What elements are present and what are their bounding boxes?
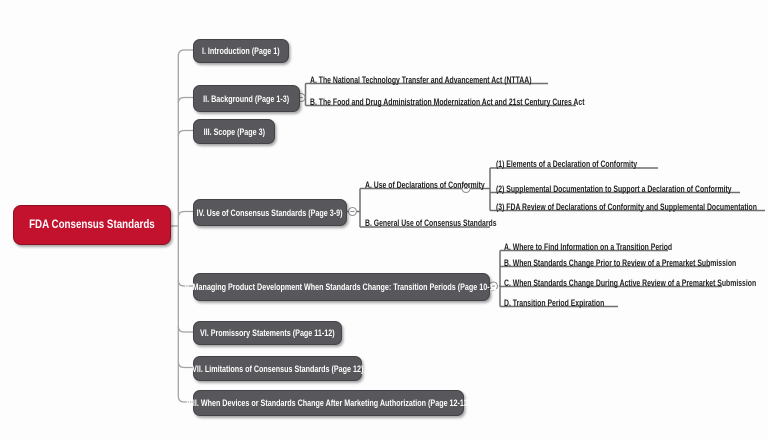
collapse-toggle-icon[interactable] <box>461 183 471 194</box>
root-topic-fda-consensus-standards[interactable]: FDA Consensus Standards <box>13 205 171 245</box>
subtopic-ii-b-fdama-cures-act[interactable]: B. The Food and Drug Administration Mode… <box>310 92 662 107</box>
topic-label: B. General Use of Consensus Standards <box>365 218 497 228</box>
topic-label: C. When Standards Change During Active R… <box>504 277 757 288</box>
topic-label: D. Transition Period Expiration <box>504 297 605 308</box>
topic-label: V. Managing Product Development When Sta… <box>183 282 500 292</box>
subtopic-iv-b-general-use[interactable]: B. General Use of Consensus Standards <box>365 213 534 228</box>
topic-label: A. Where to Find Information on a Transi… <box>504 241 673 252</box>
topic-label: III. Scope (Page 3) <box>203 126 265 137</box>
topic-iv-use-of-consensus-standards[interactable]: IV. Use of Consensus Standards (Page 3-9… <box>193 199 347 226</box>
topic-vii-limitations[interactable]: VII. Limitations of Consensus Standards … <box>191 356 364 381</box>
topic-label: I. Introduction (Page 1) <box>202 46 280 56</box>
subtopic-v-b-change-prior-to-review[interactable]: B. When Standards Change Prior to Review… <box>504 253 768 268</box>
topic-i-introduction[interactable]: I. Introduction (Page 1) <box>193 39 289 63</box>
subtopic-iv-a-declarations-of-conformity[interactable]: A. Use of Declarations of Conformity <box>365 175 518 190</box>
subtopic-iv-a2-supplemental-documentation[interactable]: (2) Supplemental Documentation to Suppor… <box>496 179 768 194</box>
topic-label: (3) FDA Review of Declarations of Confor… <box>496 201 757 212</box>
collapse-toggle-icon[interactable] <box>347 206 358 217</box>
subtopic-v-a-transition-period-info[interactable]: A. Where to Find Information on a Transi… <box>504 237 720 252</box>
branch-curves <box>169 49 193 403</box>
subtopic-v-c-change-during-active-review[interactable]: C. When Standards Change During Active R… <box>504 273 768 288</box>
subtopic-v-d-transition-period-expiration[interactable]: D. Transition Period Expiration <box>504 293 633 308</box>
topic-label: B. When Standards Change Prior to Review… <box>504 257 737 268</box>
topic-iii-scope[interactable]: III. Scope (Page 3) <box>193 119 275 144</box>
topic-label: VIII. When Devices or Standards Change A… <box>186 398 471 408</box>
topic-label: VII. Limitations of Consensus Standards … <box>191 363 364 374</box>
topic-label: FDA Consensus Standards <box>29 219 155 231</box>
topic-label: B. The Food and Drug Administration Mode… <box>310 96 585 107</box>
topic-label: II. Background (Page 1-3) <box>203 93 290 104</box>
subtopic-ii-a-nttaa[interactable]: A. The National Technology Transfer and … <box>310 70 594 85</box>
topic-label: A. The National Technology Transfer and … <box>310 74 532 85</box>
topic-label: (2) Supplemental Documentation to Suppor… <box>496 183 732 194</box>
topic-label: A. Use of Declarations of Conformity <box>365 179 485 190</box>
topic-label: (1) Elements of a Declaration of Conform… <box>496 159 638 169</box>
topic-label: IV. Use of Consensus Standards (Page 3-9… <box>197 207 343 218</box>
subtopic-iv-a3-fda-review[interactable]: (3) FDA Review of Declarations of Confor… <box>496 197 768 212</box>
topic-ii-background[interactable]: II. Background (Page 1-3) <box>193 85 300 112</box>
topic-vi-promissory-statements[interactable]: VI. Promissory Statements (Page 11-12) <box>193 321 342 345</box>
topic-label: VI. Promissory Statements (Page 11-12) <box>200 328 335 338</box>
topic-viii-devices-standards-change[interactable]: VIII. When Devices or Standards Change A… <box>186 390 471 416</box>
subtopic-iv-a1-elements[interactable]: (1) Elements of a Declaration of Conform… <box>496 154 677 169</box>
topic-v-managing-product-development[interactable]: V. Managing Product Development When Sta… <box>184 273 499 301</box>
